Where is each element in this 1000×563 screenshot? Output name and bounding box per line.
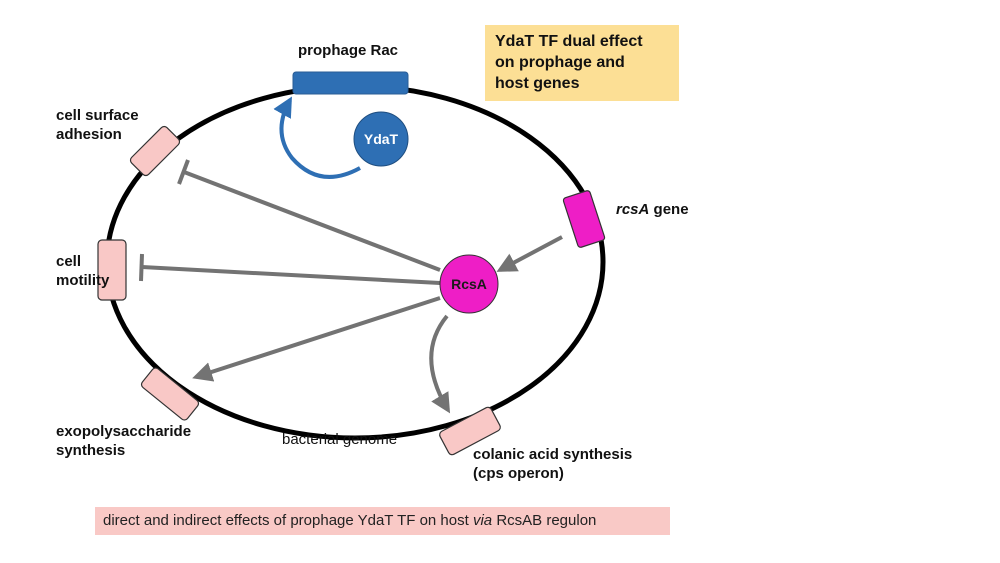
inhibition-cell-motility — [139, 253, 441, 285]
colanic-acid-gene — [439, 406, 501, 456]
prophage-rac-gene — [292, 71, 409, 95]
exopolysaccharide-label: exopolysaccharide synthesis — [56, 422, 191, 460]
cell-surface-gene — [129, 125, 181, 177]
rcsa-gene-rest: gene — [649, 201, 689, 218]
title-box: YdaT TF dual effect on prophage and host… — [485, 25, 679, 101]
rcsa-node: RcsA — [439, 254, 499, 314]
cell-surface-label-line2: adhesion — [56, 126, 122, 143]
bacterial-genome-label: bacterial genome — [282, 431, 398, 448]
rcsa-gene-italic: rcsA — [616, 201, 650, 218]
rcsa-gene-to-rcsa-arrow — [496, 235, 563, 272]
ydat-activation-arrow — [273, 96, 361, 179]
title-line-3: host genes — [495, 75, 580, 92]
colanic-acid-label-line2: (cps operon) — [473, 465, 564, 482]
exopolysaccharide-label-line2: synthesis — [56, 442, 126, 459]
cell-motility-gene — [97, 239, 127, 301]
cell-motility-label: cell motility — [56, 252, 109, 290]
prophage-rac-label: prophage Rac — [298, 42, 399, 59]
title-line-1: YdaT TF dual effect — [495, 33, 643, 50]
colanic-acid-label: colanic acid synthesis (cps operon) — [473, 445, 632, 483]
rcsa-gene — [562, 190, 606, 248]
cell-motility-label-line1: cell — [56, 253, 82, 270]
cell-surface-label: cell surface adhesion — [56, 106, 139, 144]
ydat-node-label: YdaT — [364, 131, 399, 147]
caption-italic: via — [472, 512, 493, 529]
exopolysaccharide-label-line1: exopolysaccharide — [56, 423, 192, 440]
title-line-2: on prophage and — [495, 54, 625, 71]
colanic-acid-label-line1: colanic acid synthesis — [473, 446, 633, 463]
cell-surface-label-line1: cell surface — [56, 107, 139, 124]
cell-motility-label-line2: motility — [56, 272, 110, 289]
exopolysaccharide-gene — [140, 367, 200, 421]
caption-part1: direct and indirect effects of prophage … — [103, 512, 473, 529]
ydat-node: YdaT — [353, 111, 409, 167]
caption-part2: RcsAB regulon — [492, 512, 597, 529]
rcsa-node-label: RcsA — [451, 276, 487, 292]
inhibition-cell-surface — [177, 159, 441, 272]
activation-exopolysaccharide — [192, 296, 441, 382]
activation-colanic-acid — [429, 314, 451, 414]
rcsa-gene-label: rcsA gene — [616, 200, 689, 219]
caption-box: direct and indirect effects of prophage … — [95, 507, 670, 535]
